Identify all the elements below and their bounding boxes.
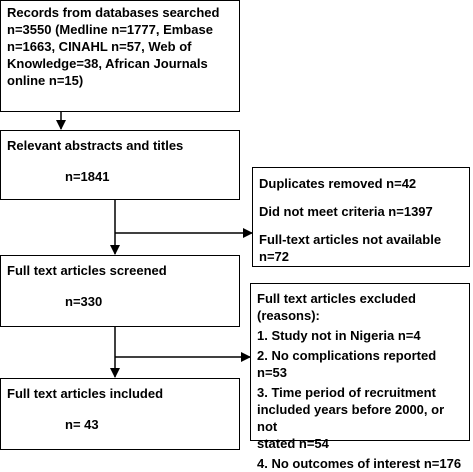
exclusion-reason: 3. Time period of recruitment included y… — [257, 385, 445, 451]
records-line: Records from databases searched — [7, 5, 220, 20]
did-not-meet-criteria: Did not meet criteria n=1397 — [259, 204, 433, 219]
records-line: n=1663, CINAHL n=57, Web of — [7, 39, 192, 54]
screened-box: Full text articles screened n=330 — [0, 255, 240, 327]
records-line: Knowledge=38, African Journals — [7, 56, 208, 71]
records-line: n=3550 (Medline n=1777, Embase — [7, 22, 213, 37]
exclusion-reasons-title: Full text articles excluded (reasons): — [257, 291, 416, 323]
records-box: Records from databases searched n=3550 (… — [0, 0, 240, 112]
relevant-count: n=1841 — [65, 169, 110, 184]
flow-connectors — [56, 111, 253, 378]
second-exclusion-box: Full text articles excluded (reasons): 1… — [250, 283, 470, 471]
included-title: Full text articles included — [7, 386, 164, 401]
duplicates-removed: Duplicates removed n=42 — [259, 176, 417, 191]
relevant-title: Relevant abstracts and titles — [7, 138, 184, 153]
exclusion-reason-list: 1. Study not in Nigeria n=4 2. No compli… — [257, 327, 463, 472]
included-box: Full text articles included n= 43 — [0, 378, 240, 450]
screened-title: Full text articles screened — [7, 263, 167, 278]
fulltext-not-available: Full-text articles not available n=72 — [259, 232, 442, 264]
records-line: online n=15) — [7, 73, 84, 88]
exclusion-reason: 4. No outcomes of interest n=176 — [257, 456, 462, 471]
included-count: n= 43 — [65, 417, 99, 432]
first-exclusion-box: Duplicates removed n=42 Did not meet cri… — [252, 167, 470, 267]
relevant-box: Relevant abstracts and titles n=1841 — [0, 130, 240, 200]
exclusion-reason: 2. No complications reported n=53 — [257, 348, 437, 380]
exclusion-reason: 1. Study not in Nigeria n=4 — [257, 328, 421, 343]
screened-count: n=330 — [65, 294, 103, 309]
